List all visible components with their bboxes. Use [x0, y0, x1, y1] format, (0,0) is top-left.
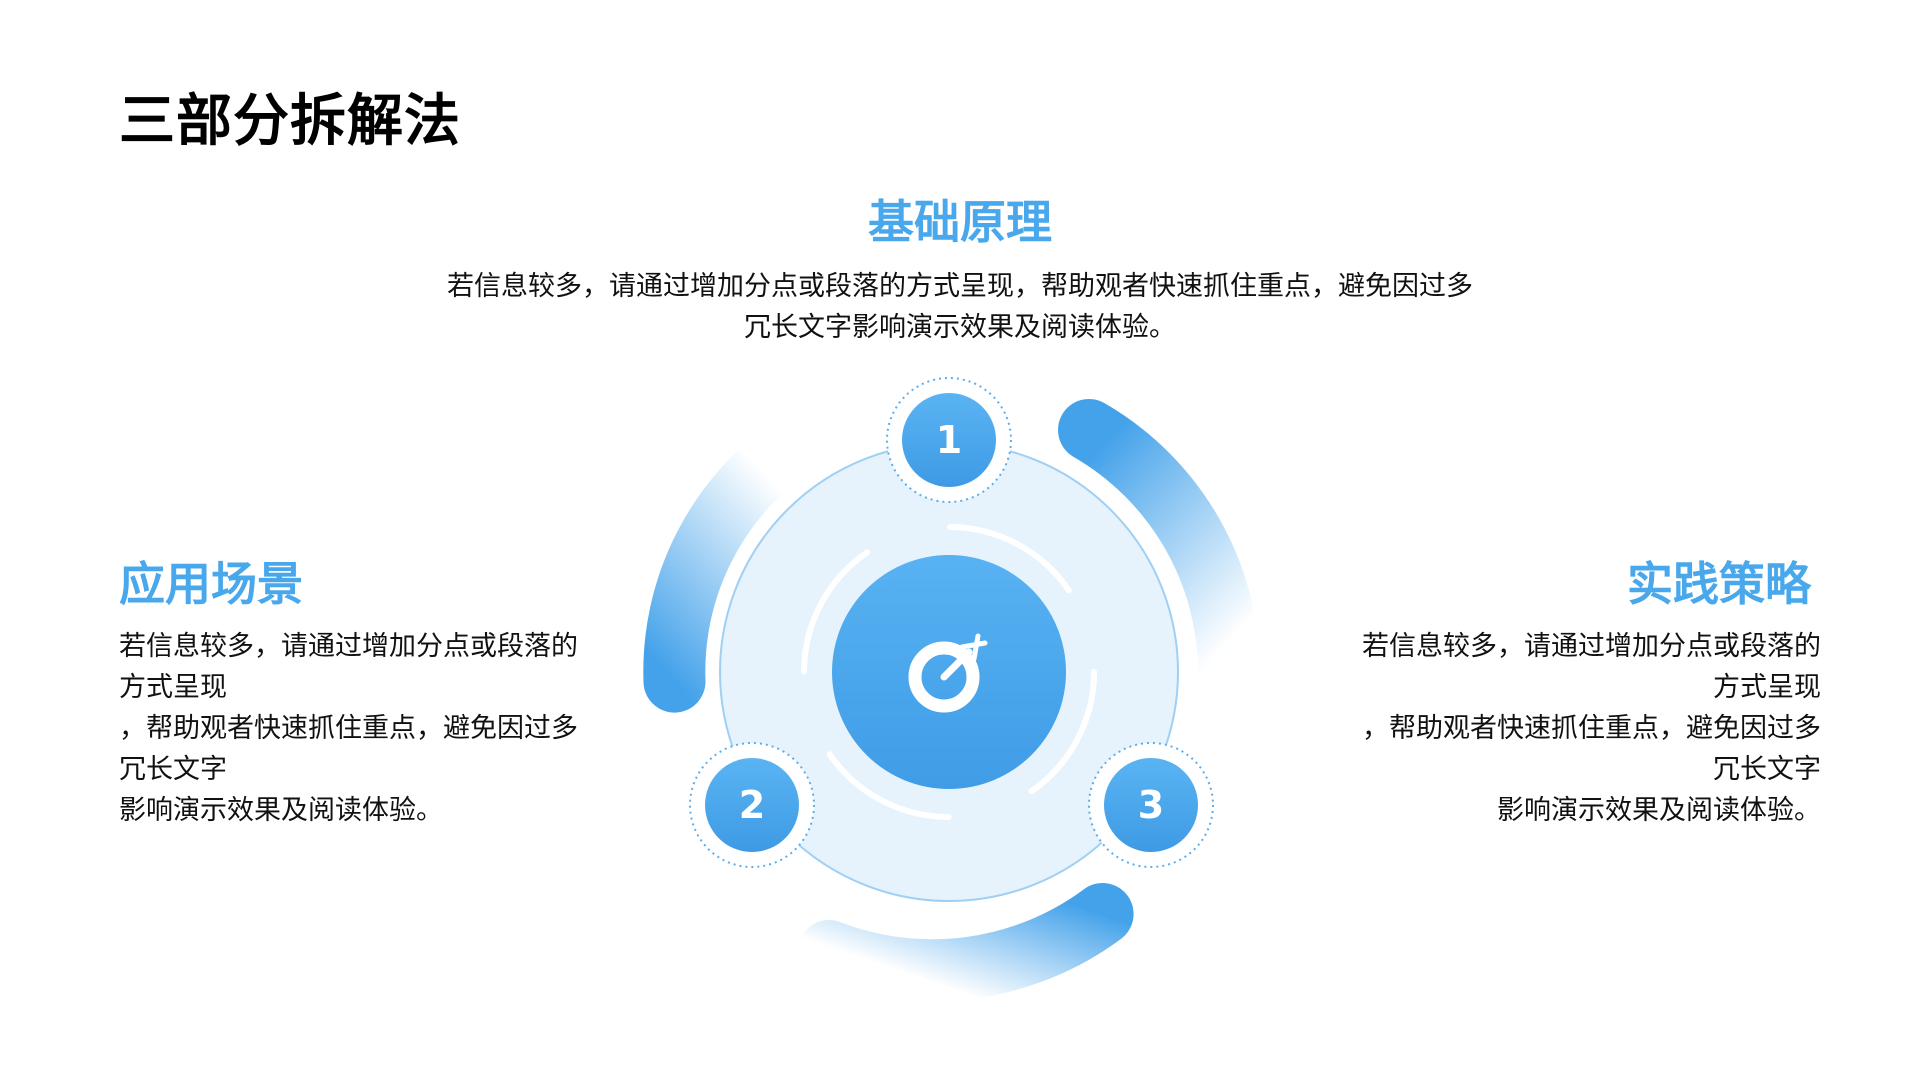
section-body-1: 若信息较多，请通过增加分点或段落的方式呈现，帮助观者快速抓住重点，避免因过多 冗…: [440, 266, 1480, 348]
outer-arc-bottom: [798, 883, 1134, 1002]
section-title-3: 实践策略: [1627, 557, 1811, 611]
outer-arc-left: [643, 414, 825, 713]
section-body-3-line-1: 若信息较多，请通过增加分点或段落的方式呈现: [1362, 631, 1821, 703]
section-body-3: 若信息较多，请通过增加分点或段落的方式呈现 ，帮助观者快速抓住重点，避免因过多冗…: [1341, 626, 1821, 831]
badge-2-number: 2: [739, 783, 765, 827]
badge-3: 3: [1088, 742, 1214, 868]
section-body-1-line-2: 冗长文字影响演示效果及阅读体验。: [744, 312, 1176, 343]
section-body-2-line-2: ，帮助观者快速抓住重点，避免因过多冗长文字: [119, 713, 578, 785]
badge-2: 2: [689, 742, 815, 868]
section-title-1: 基础原理: [868, 195, 1052, 249]
badge-1: 1: [886, 377, 1012, 503]
section-body-3-line-3: 影响演示效果及阅读体验。: [1497, 795, 1821, 826]
badge-3-number: 3: [1138, 783, 1164, 827]
section-body-2-line-1: 若信息较多，请通过增加分点或段落的方式呈现: [119, 631, 578, 703]
page-title: 三部分拆解法: [119, 89, 461, 154]
outer-arc-right: [1058, 399, 1260, 703]
section-body-2-line-3: 影响演示效果及阅读体验。: [119, 795, 443, 826]
section-body-3-line-2: ，帮助观者快速抓住重点，避免因过多冗长文字: [1362, 713, 1821, 785]
inner-arc-ring: [801, 524, 1097, 820]
target-icon: [908, 633, 988, 713]
section-title-2: 应用场景: [119, 557, 303, 611]
section-body-1-line-1: 若信息较多，请通过增加分点或段落的方式呈现，帮助观者快速抓住重点，避免因过多: [447, 271, 1473, 302]
badge-1-number: 1: [936, 418, 962, 462]
section-body-2: 若信息较多，请通过增加分点或段落的方式呈现 ，帮助观者快速抓住重点，避免因过多冗…: [119, 626, 589, 831]
